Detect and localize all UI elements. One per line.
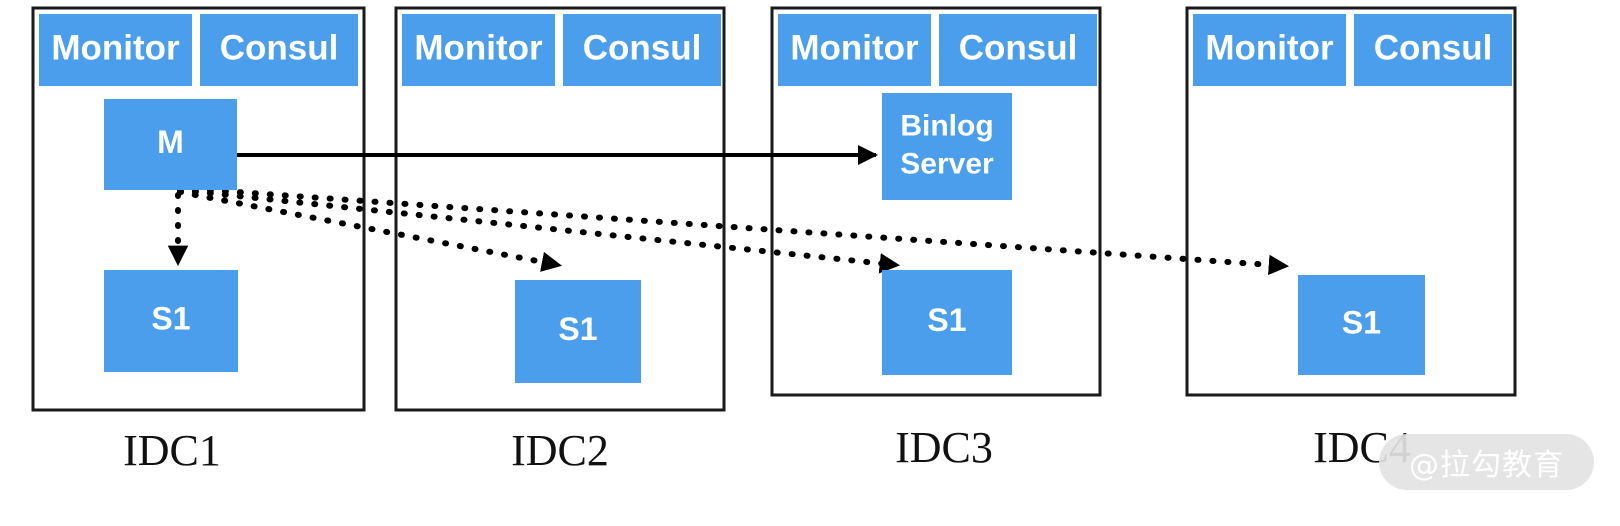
idc2-slave1-box-rect[interactable]	[515, 280, 641, 383]
idc3-binlog-server-box-label: Server	[900, 147, 994, 180]
idc-caption-idc2: IDC2	[511, 426, 609, 475]
watermark-label: @拉勾教育	[1409, 448, 1564, 483]
idc3-consul-box-group[interactable]: Consul	[939, 14, 1097, 86]
idc2-monitor-box-label: Monitor	[414, 28, 543, 67]
idc3-monitor-box-label: Monitor	[790, 28, 919, 67]
idc1-master-box-group[interactable]: M	[104, 99, 237, 190]
idc2-slave1-box-group[interactable]: S1	[515, 280, 641, 383]
idc4-consul-box-rect[interactable]	[1354, 14, 1512, 86]
idc4-consul-box-label: Consul	[1374, 28, 1493, 67]
idc2-slave1-box-label: S1	[558, 311, 597, 347]
idc3-binlog-server-box-rect[interactable]	[882, 93, 1012, 200]
idc3-slave1-box-group[interactable]: S1	[882, 270, 1012, 375]
idc4-slave1-box-group[interactable]: S1	[1298, 275, 1425, 375]
idc-caption-idc3: IDC3	[895, 423, 993, 472]
idc2-consul-box-group[interactable]: Consul	[563, 14, 721, 86]
idc1-master-box-rect[interactable]	[104, 99, 237, 190]
watermark-badge: @拉勾教育	[1379, 434, 1594, 490]
idc3-consul-box-label: Consul	[959, 28, 1078, 67]
connection-master-to-idc3-slave1	[177, 187, 901, 274]
idc2-consul-box-label: Consul	[583, 28, 702, 67]
idc1-slave1-box-group[interactable]: S1	[104, 270, 238, 372]
idc1-consul-box-group[interactable]: Consul	[200, 14, 358, 86]
idc3-binlog-server-box-label: Binlog	[900, 109, 993, 142]
idc4-slave1-box-label: S1	[1342, 304, 1381, 340]
idc1-consul-box-label: Consul	[220, 28, 339, 67]
idc1-monitor-box-label: Monitor	[51, 28, 180, 67]
idc4-monitor-box-label: Monitor	[1205, 28, 1334, 67]
idc2-monitor-box-rect[interactable]	[402, 14, 555, 86]
idc1-monitor-box-rect[interactable]	[39, 14, 192, 86]
idc2-consul-box-rect[interactable]	[563, 14, 721, 86]
idc2-monitor-box-group[interactable]: Monitor	[402, 14, 555, 86]
idc4-monitor-box-rect[interactable]	[1193, 14, 1346, 86]
connection-master-to-idc4-slave1	[177, 185, 1290, 276]
connection-master-to-idc2-slave1	[177, 189, 563, 272]
idc1-monitor-box-group[interactable]: Monitor	[39, 14, 192, 86]
idc4-slave1-box-rect[interactable]	[1298, 275, 1425, 375]
idc3-monitor-box-rect[interactable]	[778, 14, 931, 86]
idc1-slave1-box-label: S1	[151, 300, 190, 336]
idc1-master-box-label: M	[157, 124, 184, 160]
idc3-consul-box-rect[interactable]	[939, 14, 1097, 86]
idc-caption-idc1: IDC1	[123, 426, 221, 475]
idc3-slave1-box-label: S1	[927, 302, 966, 338]
connections-layer	[167, 145, 1290, 276]
idc1-slave1-box-rect[interactable]	[104, 270, 238, 372]
idc3-slave1-box-rect[interactable]	[882, 270, 1012, 375]
idc1-consul-box-rect[interactable]	[200, 14, 358, 86]
idc4-consul-box-group[interactable]: Consul	[1354, 14, 1512, 86]
idc4-monitor-box-group[interactable]: Monitor	[1193, 14, 1346, 86]
idc3-monitor-box-group[interactable]: Monitor	[778, 14, 931, 86]
